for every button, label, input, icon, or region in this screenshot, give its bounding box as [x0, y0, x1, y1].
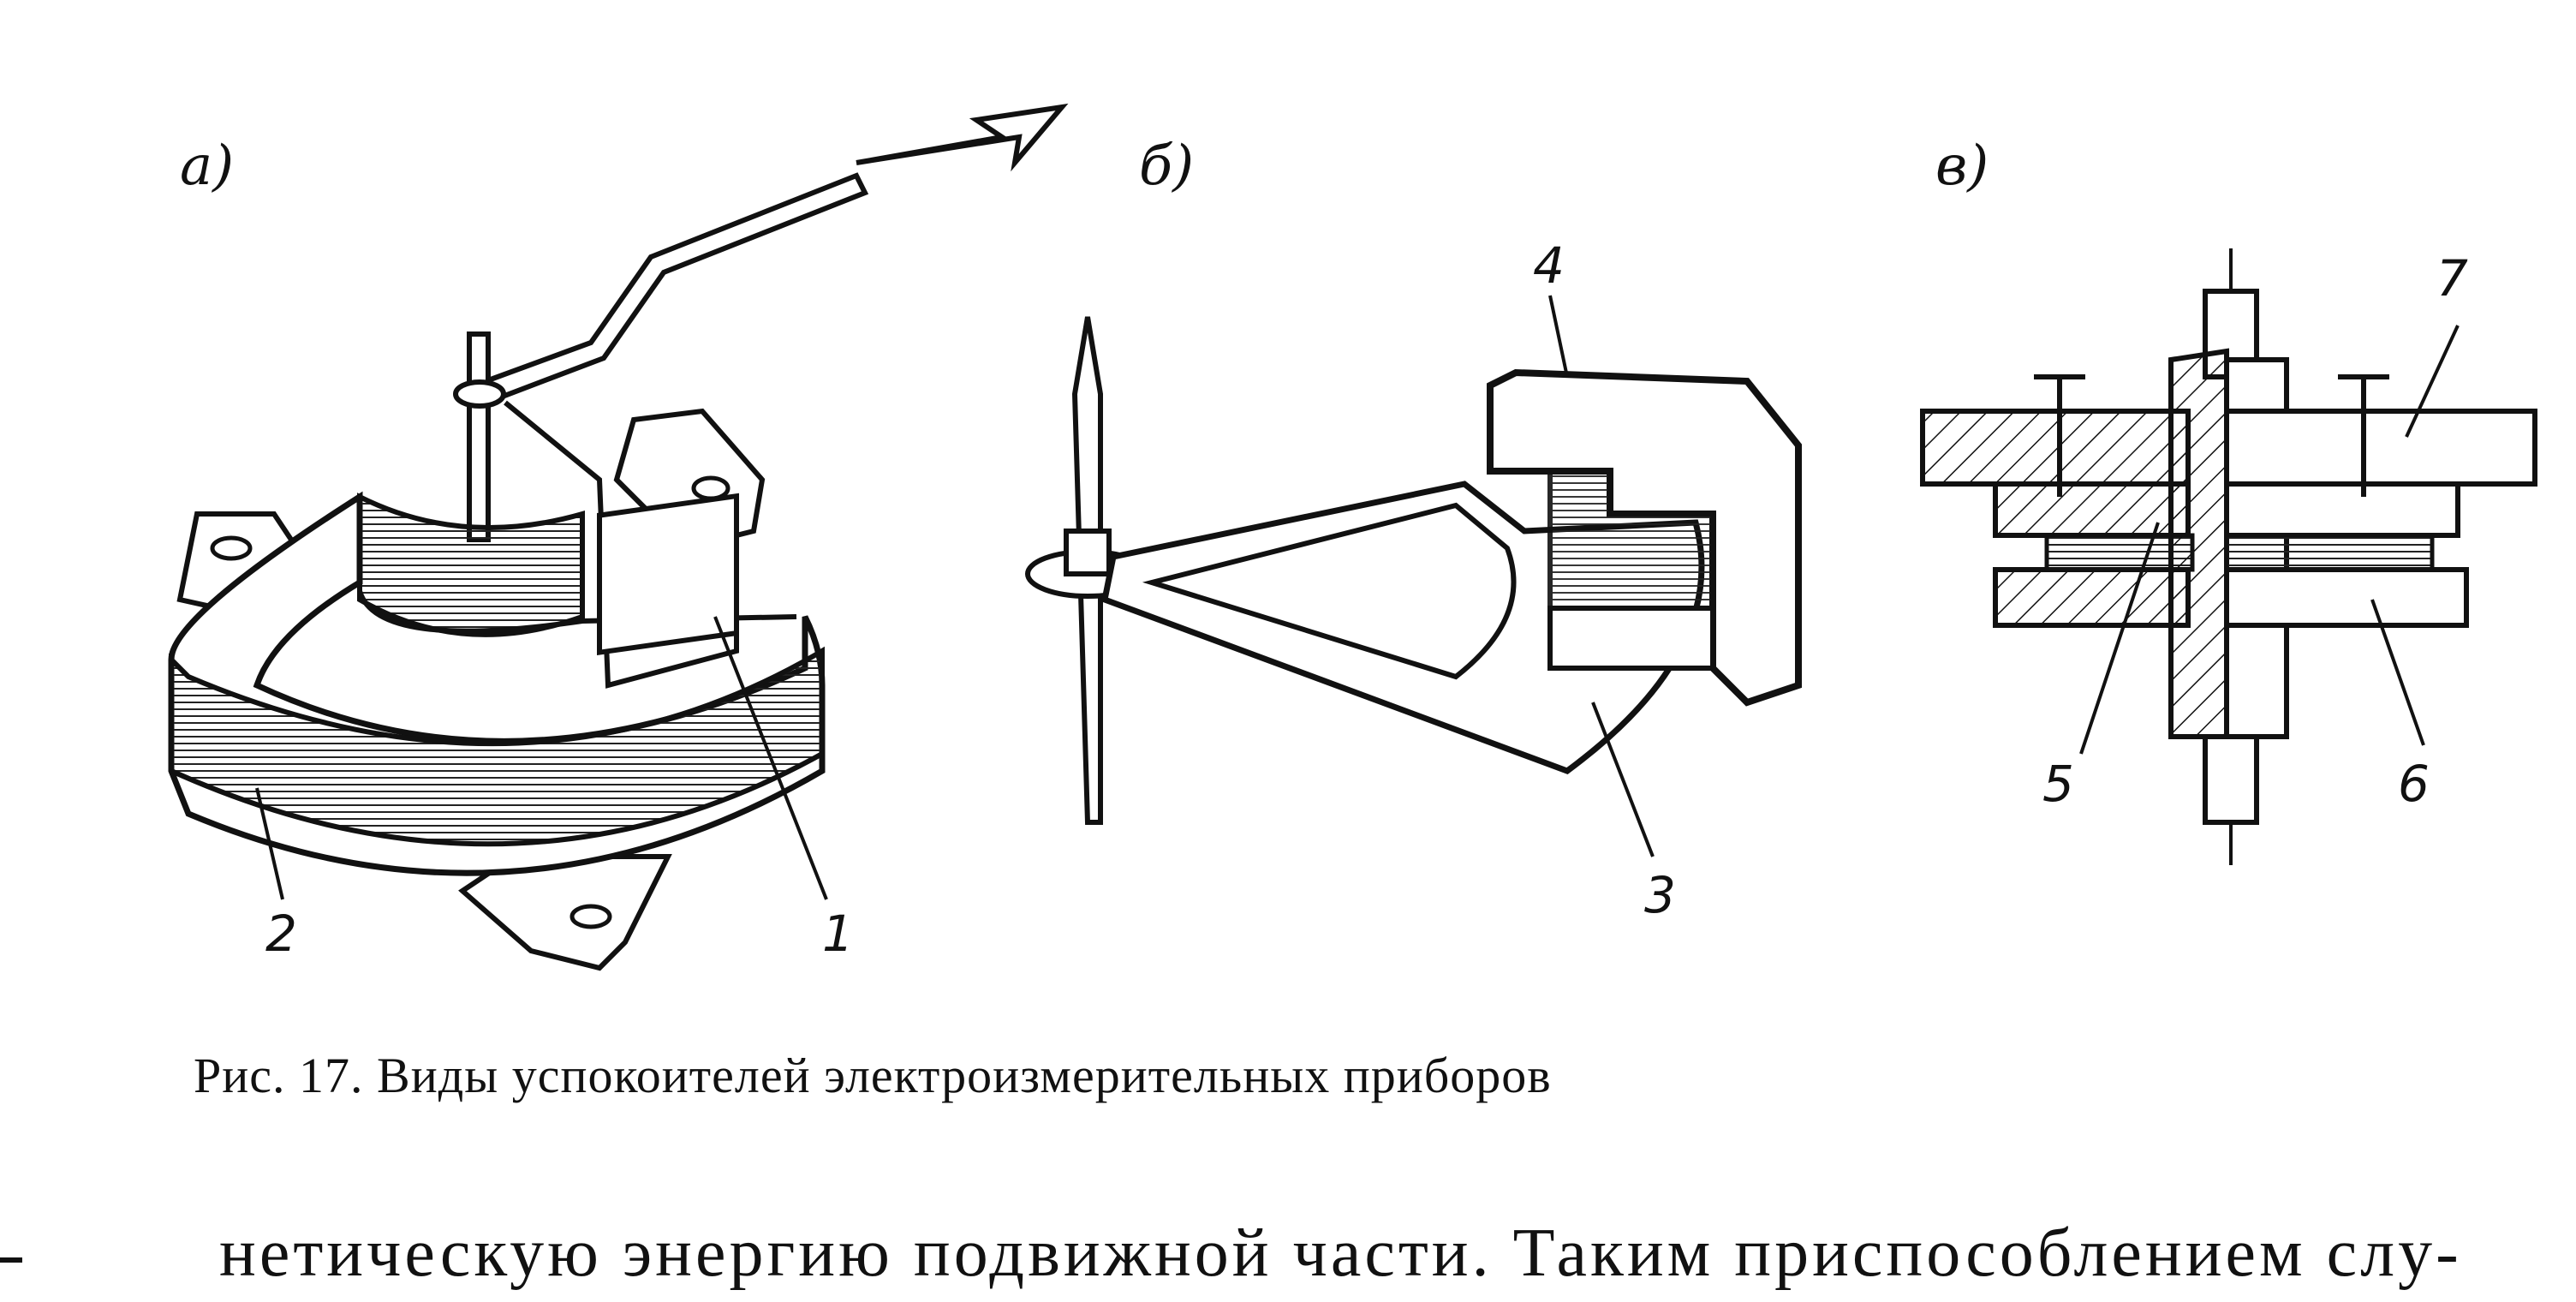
lower-plate-right	[2224, 567, 2469, 628]
panel-b-label: б)	[1139, 134, 1194, 198]
spindle-collar	[1064, 529, 1112, 576]
leader-5	[2079, 522, 2160, 755]
axis-rod	[467, 331, 491, 542]
panel-b-magnetic-damper: б) 3 4	[1025, 134, 1802, 924]
leader-3	[1591, 702, 1655, 857]
part-number-2: 2	[265, 905, 297, 963]
liquid-layer-left	[2044, 533, 2195, 572]
part-number-4: 4	[1533, 236, 1565, 295]
leader-2	[255, 787, 284, 900]
part-number-1: 1	[822, 905, 854, 963]
upper-plate-left	[1920, 409, 2191, 487]
shaft-bottom	[2203, 734, 2259, 825]
leader-4	[1548, 295, 1569, 378]
lower-plate-left	[1993, 567, 2191, 628]
central-hub	[2168, 348, 2229, 739]
part-number-5: 5	[2042, 755, 2074, 813]
body-text-line: нетическую энергию подвижной части. Таки…	[219, 1215, 2462, 1291]
panel-a-air-damper: а) 1 2	[168, 103, 1069, 971]
leader-6	[2370, 599, 2425, 746]
middle-plate-right	[2224, 481, 2460, 538]
damper-vane-plate	[597, 493, 739, 656]
pin-right	[2338, 374, 2389, 497]
mount-hole-bottom	[569, 904, 612, 929]
leader-1	[713, 616, 828, 900]
pin-left	[2034, 374, 2085, 497]
margin-mark	[0, 1257, 22, 1263]
panel-c-label: в)	[1935, 134, 1989, 198]
part-number-6: 6	[2398, 755, 2430, 813]
liquid-layer-right	[2224, 533, 2435, 572]
axis-hub	[453, 379, 506, 409]
upper-plate-right	[2224, 409, 2537, 487]
mount-hole-left	[210, 535, 253, 561]
damper-chamber-side	[169, 646, 825, 847]
pointer-arm	[458, 172, 869, 410]
magnet-lower-pole	[1547, 606, 1715, 671]
pointer-arrow	[856, 103, 1069, 172]
part-number-7: 7	[2436, 249, 2468, 308]
middle-plate-left	[1993, 481, 2191, 538]
leader-7	[2405, 325, 2460, 438]
damper-inner-wall	[357, 493, 585, 637]
damper-sector-window	[1142, 502, 1517, 680]
panel-a-label: а)	[180, 134, 234, 198]
figure-caption: Рис. 17. Виды успокоителей электроизмери…	[194, 1048, 1552, 1103]
damper-rim	[357, 590, 797, 634]
part-number-3: 3	[1644, 866, 1676, 924]
panel-c-liquid-damper: в) 5 6 7	[1920, 134, 2537, 865]
